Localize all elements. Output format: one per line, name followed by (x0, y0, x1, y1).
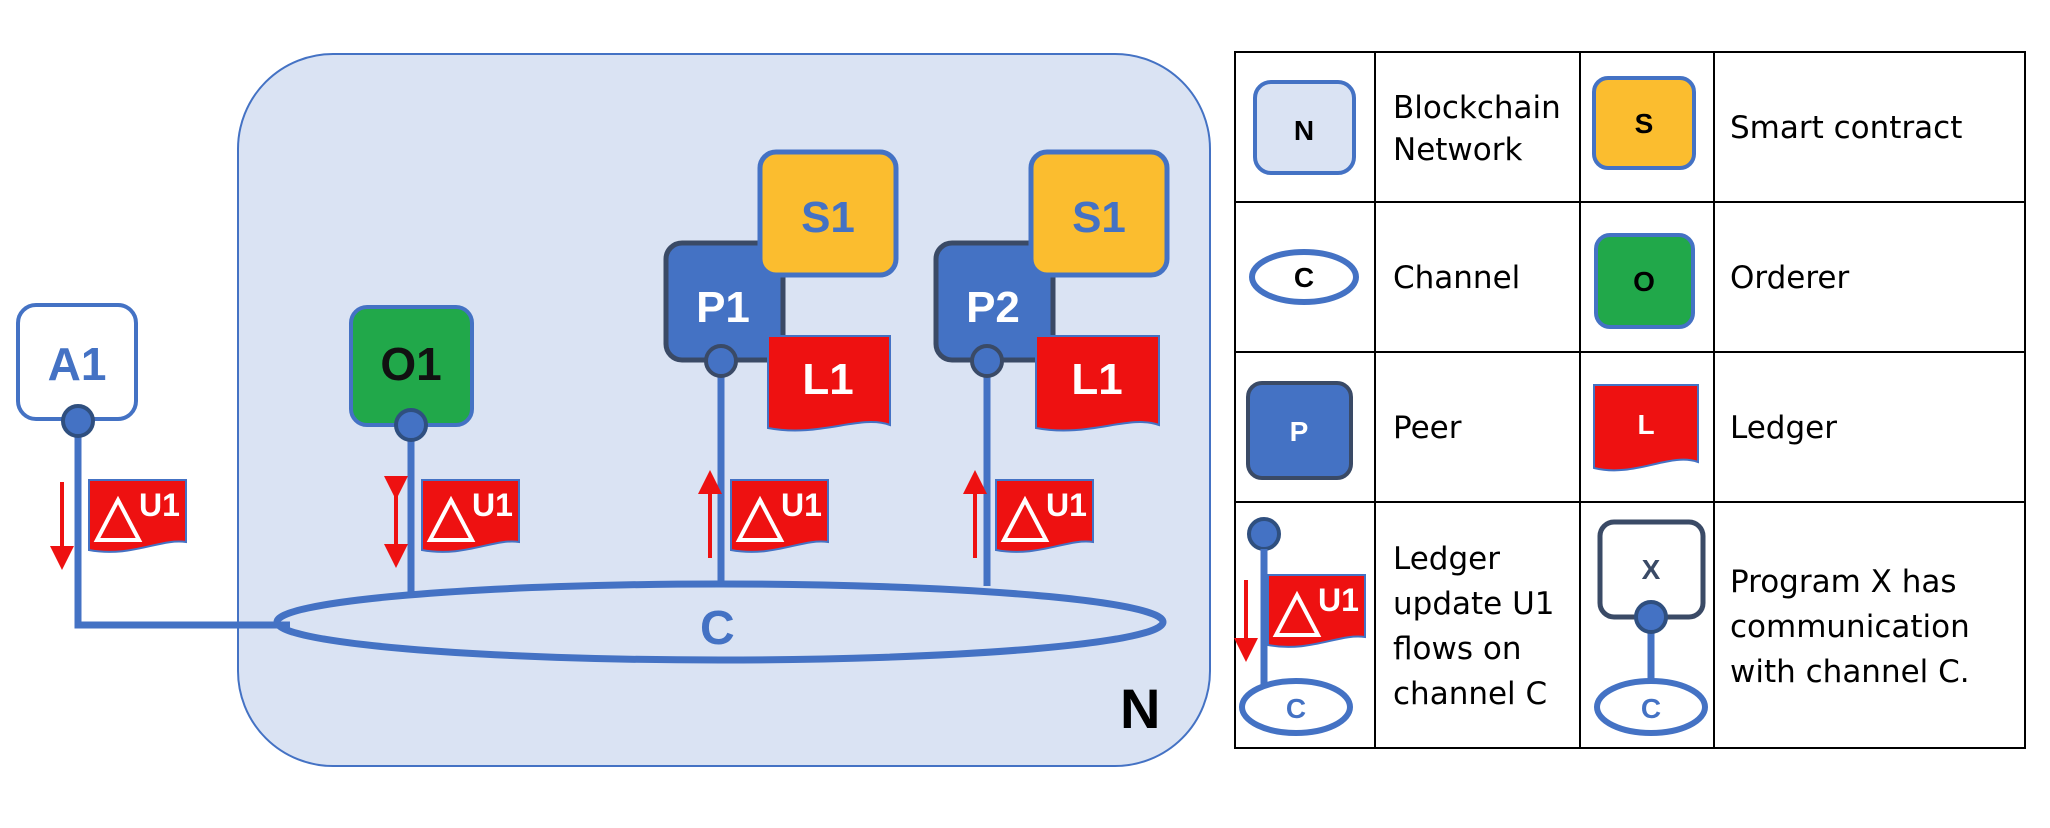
peer1-update-label: U1 (781, 487, 822, 523)
peer1-ledger (767, 335, 891, 432)
peer1-ledger-label: L1 (802, 355, 853, 404)
legend-orderer-symbol: O (1633, 266, 1655, 297)
legend-contract-symbol: S (1635, 108, 1654, 139)
peer2-contract-label: S1 (1072, 193, 1126, 242)
legend-channel-icon (1249, 249, 1359, 305)
legend-update-badge: U1 (1267, 574, 1366, 648)
legend-peer-symbol: P (1290, 416, 1309, 447)
legend-table: N Blockchain Network S Smart contract C … (1234, 51, 2026, 749)
app-connector (61, 404, 95, 438)
network-label: N (1120, 677, 1160, 740)
channel-label: C (700, 602, 735, 655)
legend-ledger-icon (1593, 384, 1699, 472)
legend-contract-icon (1592, 76, 1696, 170)
legend-network-symbol: N (1294, 115, 1314, 146)
app-update-label: U1 (139, 487, 180, 523)
peer1-label: P1 (696, 283, 750, 332)
legend-program-channel-icon (1594, 678, 1708, 736)
legend-network-text: Blockchain Network (1393, 90, 1571, 168)
app-label: A1 (48, 338, 107, 390)
legend-peer-icon (1246, 381, 1353, 480)
legend-update-symbol: U1 (1318, 582, 1359, 618)
legend-update-channel-icon (1239, 678, 1353, 736)
peer2-connector (970, 344, 1004, 378)
legend-ledger-text: Ledger (1730, 410, 1837, 446)
legend-update-text: Ledger update U1 flows on channel C (1393, 541, 1564, 712)
legend-orderer-text: Orderer (1730, 260, 1849, 296)
orderer-connector (394, 408, 428, 442)
peer1-connector (704, 344, 738, 378)
peer1-contract-label: S1 (801, 193, 855, 242)
peer2-ledger-label: L1 (1071, 355, 1122, 404)
legend-update-connector (1247, 517, 1281, 551)
legend-program-connector (1634, 600, 1668, 634)
peer2-contract-box (1028, 149, 1170, 278)
legend-network-icon (1253, 80, 1356, 175)
legend-program-channel-symbol: C (1641, 693, 1661, 724)
legend-channel-symbol: C (1294, 262, 1314, 293)
channel-ellipse (273, 580, 1167, 664)
orderer-update-label: U1 (472, 487, 513, 523)
peer2-update-badge: U1 (995, 479, 1094, 553)
legend-contract-text: Smart contract (1730, 110, 1962, 146)
legend-update-channel-symbol: C (1286, 693, 1306, 724)
app-connection-line (74, 420, 290, 629)
legend-program-text: Program X has communication with channel… (1730, 564, 1980, 690)
legend-peer-text: Peer (1393, 410, 1462, 446)
peer2-ledger (1035, 335, 1160, 432)
orderer-label: O1 (380, 338, 441, 390)
peer1-contract-box (757, 149, 899, 278)
peer1-update-badge: U1 (730, 479, 829, 553)
legend-orderer-icon (1594, 233, 1695, 329)
legend-program-symbol: X (1642, 554, 1661, 585)
orderer-update-badge: U1 (421, 479, 520, 553)
app-update-badge: U1 (88, 479, 187, 553)
peer2-label: P2 (966, 283, 1020, 332)
peer2-update-label: U1 (1046, 487, 1087, 523)
legend-ledger-symbol: L (1637, 409, 1654, 440)
legend-channel-text: Channel (1393, 260, 1520, 296)
